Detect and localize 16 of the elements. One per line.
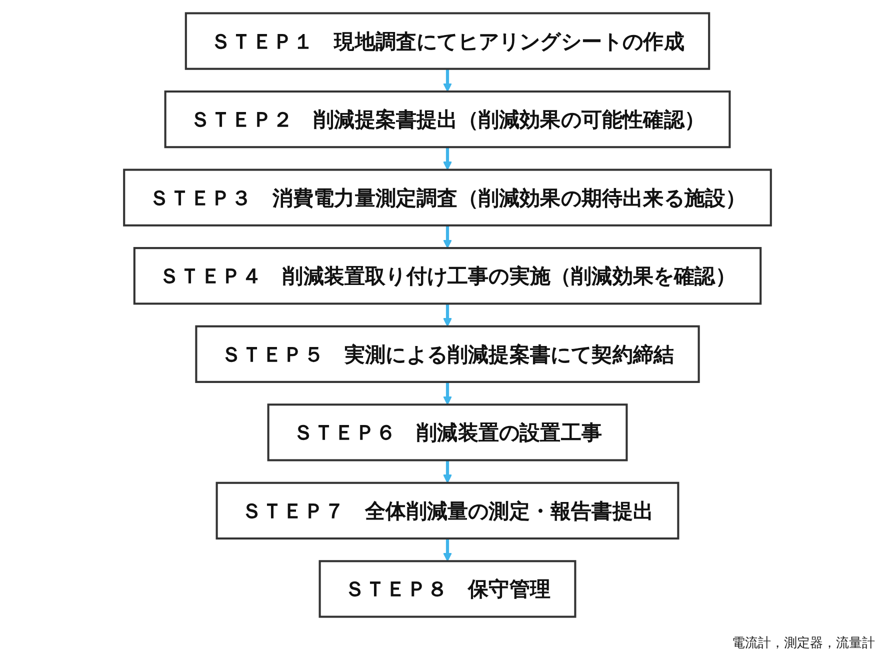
- node-box: ＳＴＥＰ６ 削減装置の設置工事: [267, 404, 628, 462]
- node-box: ＳＴＥＰ４ 削減装置取り付け工事の実施（削減効果を確認）: [133, 247, 762, 305]
- node-box: ＳＴＥＰ５ 実測による削減提案書にて契約締結: [195, 325, 700, 383]
- node-box: ＳＴＥＰ１ 現地調査にてヒアリングシートの作成: [184, 12, 710, 70]
- node-box: ＳＴＥＰ２ 削減提案書提出（削減効果の可能性確認）: [164, 90, 731, 148]
- node-box: ＳＴＥＰ８ 保守管理: [318, 560, 576, 618]
- arrow: [442, 68, 452, 92]
- node-box: ＳＴＥＰ７ 全体削減量の測定・報告書提出: [216, 482, 680, 540]
- arrow: [442, 304, 452, 327]
- note-text: 電流計，測定器，流量計: [732, 635, 875, 652]
- arrow: [442, 147, 452, 170]
- arrow: [442, 538, 452, 562]
- arrow: [442, 382, 452, 406]
- arrow: [442, 225, 452, 248]
- node-box: ＳＴＥＰ３ 消費電力量測定調査（削減効果の期待出来る施設）: [123, 168, 772, 226]
- arrow: [442, 460, 452, 484]
